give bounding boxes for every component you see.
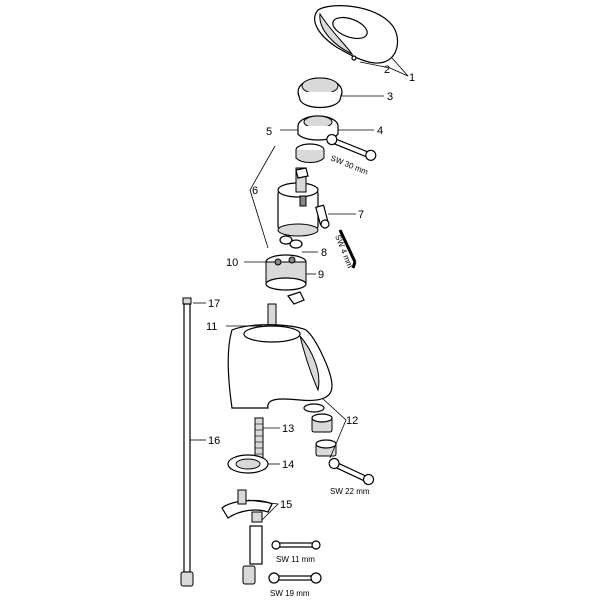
o-rings: [279, 235, 303, 249]
wrench-sw22-icon: [328, 457, 375, 486]
callout-11: 11: [206, 321, 217, 333]
callout-15: 15: [280, 499, 292, 511]
callout-9: 9: [318, 269, 324, 281]
retaining-nut: [297, 115, 339, 141]
cover-cap: [297, 77, 343, 109]
retaining-clip: [287, 291, 305, 305]
hex-key-sw4-icon: [338, 229, 357, 269]
valve-body: [265, 254, 307, 291]
supply-hose: [180, 297, 194, 587]
tool-label-sw11: SW 11 mm: [276, 555, 315, 564]
aerator-set: [303, 403, 337, 457]
callout-7: 7: [358, 209, 364, 221]
callout-10: 10: [226, 257, 238, 269]
cartridge: [277, 167, 319, 237]
tool-label-sw30: SW 30 mm: [329, 154, 369, 177]
tool-label-sw19: SW 19 mm: [270, 589, 310, 598]
wrench-sw30-icon: [326, 133, 377, 161]
callout-4: 4: [377, 125, 383, 137]
callout-13: 13: [282, 423, 294, 435]
wrench-sw11-icon: [271, 540, 321, 550]
callout-14: 14: [282, 459, 294, 471]
fixing-set: [221, 489, 273, 565]
callout-3: 3: [387, 91, 393, 103]
lever-handle: [314, 5, 399, 64]
callout-1: 1: [409, 72, 415, 84]
callout-2: 2: [384, 64, 390, 76]
callout-6: 6: [252, 185, 258, 197]
callout-16: 16: [208, 435, 220, 447]
callout-8: 8: [321, 247, 327, 259]
faucet-body: [227, 303, 333, 409]
callout-5: 5: [266, 126, 272, 138]
screw: [315, 204, 330, 229]
hose-end-fitting: [242, 565, 256, 585]
callout-17: 17: [208, 298, 220, 310]
wrench-sw19-icon: [268, 572, 322, 584]
threaded-insert: [295, 143, 325, 163]
base-gasket: [227, 454, 269, 474]
tool-label-sw22: SW 22 mm: [330, 487, 370, 496]
callout-12: 12: [346, 415, 358, 427]
